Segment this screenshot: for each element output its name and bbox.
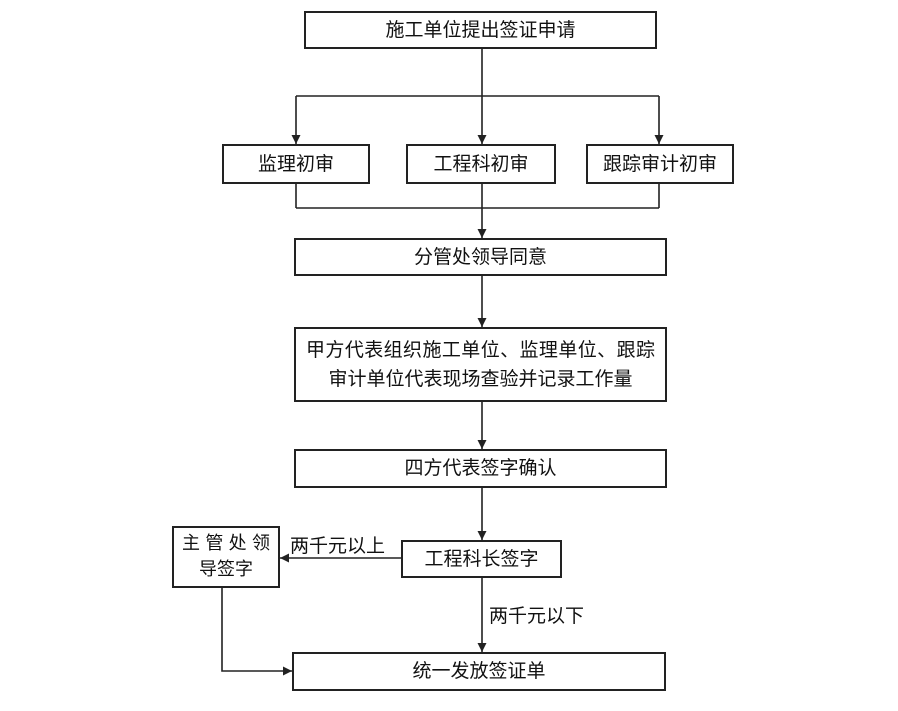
edge-director-to-issue [221,588,292,676]
label-below-2000: 两千元以下 [489,605,585,627]
node-supervision-review: 监理初审 [222,144,370,184]
label-above-2000: 两千元以上 [290,535,386,557]
node-apply: 施工单位提出签证申请 [304,11,657,49]
node-engineering-review: 工程科初审 [406,144,556,184]
node-four-party-sign: 四方代表签字确认 [294,449,667,488]
node-director-sign: 主管处领导签字 [172,526,280,588]
node-section-chief-sign: 工程科长签字 [401,540,562,578]
node-audit-review: 跟踪审计初审 [586,144,734,184]
node-site-inspection: 甲方代表组织施工单位、监理单位、跟踪审计单位代表现场查验并记录工作量 [294,327,667,402]
node-issue: 统一发放签证单 [292,652,666,691]
node-division-leader-approve: 分管处领导同意 [294,238,667,276]
